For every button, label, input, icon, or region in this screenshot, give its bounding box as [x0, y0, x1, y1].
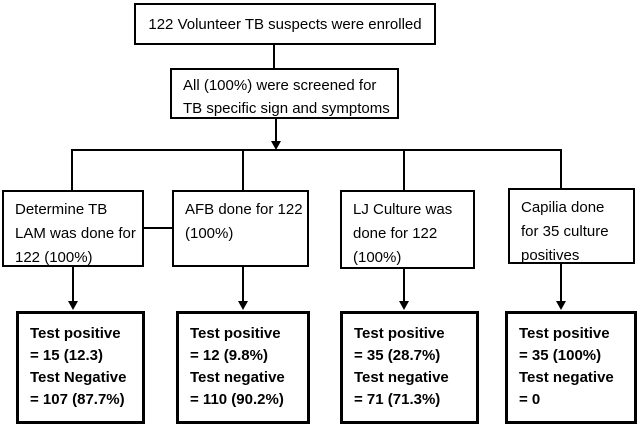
- test-box-lj-line-3: (100%): [353, 249, 402, 266]
- screening-box: All (100%) were screened for TB specific…: [170, 68, 399, 119]
- positive-label: Test positive: [190, 325, 281, 342]
- connector-line: [71, 151, 73, 190]
- positive-value: = 12 (9.8%): [190, 347, 268, 364]
- test-box-lam-line-3: 122 (100%): [15, 249, 93, 266]
- test-box-capilia-line-3: positives: [521, 247, 580, 264]
- connector-line: [560, 264, 562, 302]
- negative-value: = 71 (71.3%): [354, 391, 441, 408]
- positive-value: = 35 (100%): [519, 347, 602, 364]
- screening-line-1: All (100%) were screened for: [183, 77, 377, 94]
- connector-line: [275, 119, 277, 143]
- test-box-lj-line-1: LJ Culture was: [353, 201, 453, 218]
- positive-label: Test positive: [519, 325, 610, 342]
- enrollment-text: 122 Volunteer TB suspects were enrolled: [148, 15, 422, 33]
- positive-value: = 15 (12.3): [30, 347, 103, 364]
- test-box-capilia: Capilia done for 35 culture positives: [508, 188, 635, 264]
- arrow-down-icon: [556, 301, 566, 310]
- negative-label: Test negative: [354, 369, 449, 386]
- connector-line: [560, 151, 562, 188]
- positive-label: Test positive: [354, 325, 445, 342]
- test-box-lj: LJ Culture was done for 122 (100%): [340, 190, 475, 269]
- test-box-afb-line-2: (100%): [185, 225, 234, 242]
- connector-line: [144, 227, 172, 229]
- test-box-capilia-line-1: Capilia done: [521, 199, 605, 216]
- test-box-afb: AFB done for 122 (100%): [172, 190, 309, 267]
- test-box-lj-line-2: done for 122: [353, 225, 438, 242]
- connector-line: [72, 267, 74, 302]
- test-box-afb-line-1: AFB done for 122: [185, 201, 303, 218]
- connector-line: [273, 45, 275, 69]
- enrollment-box: 122 Volunteer TB suspects were enrolled: [134, 3, 436, 45]
- positive-value: = 35 (28.7%): [354, 347, 441, 364]
- connector-line: [242, 151, 244, 190]
- negative-value: = 107 (87.7%): [30, 391, 125, 408]
- branch-line: [71, 149, 562, 151]
- negative-value: = 110 (90.2%): [190, 391, 284, 408]
- arrow-down-icon: [238, 301, 248, 310]
- negative-label: Test Negative: [30, 369, 127, 386]
- arrow-down-icon: [399, 301, 409, 310]
- result-box-afb: Test positive = 12 (9.8%) Test negative …: [176, 311, 310, 424]
- negative-label: Test negative: [190, 369, 285, 386]
- test-box-lam-line-1: Determine TB: [15, 201, 108, 218]
- test-box-lam-line-2: LAM was done for: [15, 225, 136, 242]
- result-box-capilia: Test positive = 35 (100%) Test negative …: [505, 311, 637, 424]
- result-box-lj: Test positive = 35 (28.7%) Test negative…: [340, 311, 479, 424]
- positive-label: Test positive: [30, 325, 121, 342]
- connector-line: [403, 151, 405, 190]
- connector-line: [242, 267, 244, 302]
- screening-line-2: TB specific sign and symptoms: [183, 100, 390, 117]
- result-box-lam: Test positive = 15 (12.3) Test Negative …: [16, 311, 145, 424]
- negative-label: Test negative: [519, 369, 614, 386]
- test-box-capilia-line-2: for 35 culture: [521, 223, 609, 240]
- arrow-down-icon: [68, 301, 78, 310]
- test-box-lam: Determine TB LAM was done for 122 (100%): [2, 190, 144, 267]
- arrow-down-icon: [271, 141, 281, 150]
- negative-value: = 0: [519, 391, 541, 408]
- connector-line: [403, 269, 405, 302]
